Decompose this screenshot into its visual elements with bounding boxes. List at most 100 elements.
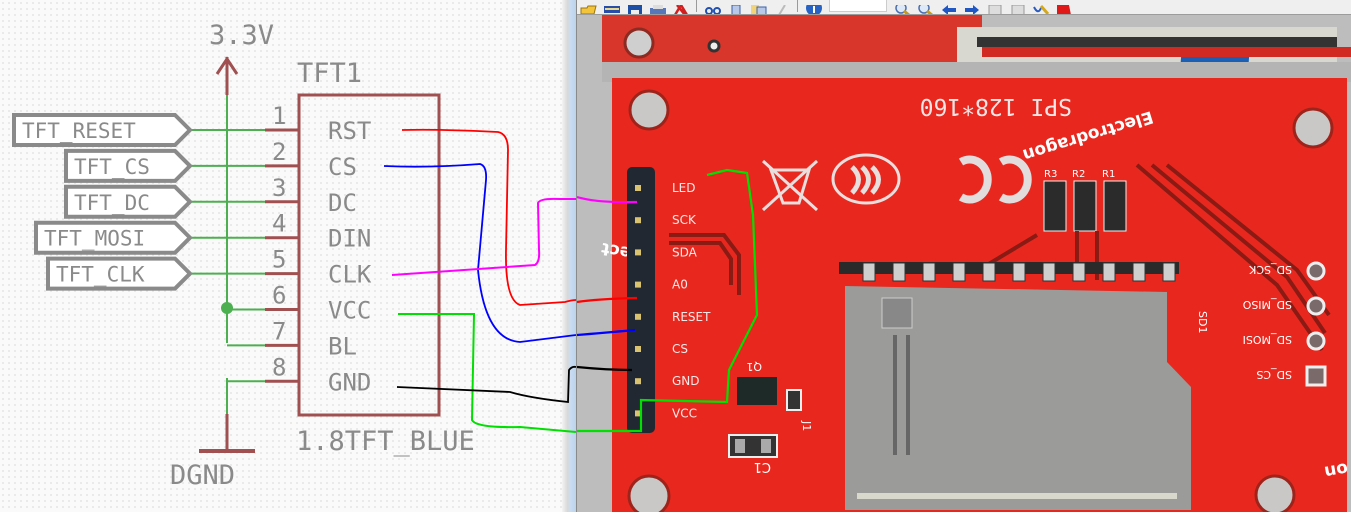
part-name: TFT1 bbox=[297, 58, 362, 89]
zoom-out-icon[interactable] bbox=[917, 0, 935, 14]
svg-text:TFT_CLK: TFT_CLK bbox=[56, 263, 145, 287]
sd-pin-label: SD_CS bbox=[1256, 368, 1292, 381]
pen-icon[interactable] bbox=[773, 0, 791, 14]
svg-text:TFT_MOSI: TFT_MOSI bbox=[44, 227, 145, 251]
page-up-icon[interactable] bbox=[986, 0, 1004, 14]
pin-name: RST bbox=[328, 117, 371, 145]
sd-label: SD1 bbox=[1196, 311, 1209, 333]
page-down-icon[interactable] bbox=[1009, 0, 1027, 14]
header-pin-label: LED bbox=[672, 181, 696, 195]
sd-pin-pad bbox=[1306, 296, 1326, 316]
sd-pin-label: SD_MISO bbox=[1242, 298, 1292, 311]
sd-pad bbox=[1102, 262, 1116, 282]
header-pin bbox=[635, 249, 641, 256]
header-pin-label: SDA bbox=[672, 245, 698, 259]
sd-pin-pad bbox=[1306, 261, 1326, 281]
header-pin bbox=[635, 313, 641, 320]
header-pin-label: SCK bbox=[672, 213, 697, 227]
sd-pad bbox=[982, 262, 996, 282]
toolbar-separator bbox=[797, 0, 798, 12]
net-label-tft-dc: TFT_DC bbox=[64, 184, 193, 219]
sd-pin-label: SD_MOSI bbox=[1243, 333, 1292, 346]
scanner-icon[interactable] bbox=[603, 0, 621, 13]
pin-number: 5 bbox=[272, 246, 286, 274]
upper-board bbox=[602, 15, 982, 62]
brand-fragment-right: on bbox=[1323, 458, 1350, 482]
sd-header-pins: SD_SCK SD_MISO SD_MOSI SD_CS bbox=[1242, 261, 1327, 387]
annotation-wires-photo bbox=[577, 168, 759, 433]
print-icon[interactable] bbox=[649, 0, 667, 14]
power-arrow-icon bbox=[215, 56, 239, 95]
pin-name: CLK bbox=[328, 261, 372, 289]
resistor-label: R3 bbox=[1044, 169, 1057, 180]
sd-pad bbox=[892, 262, 906, 282]
resistor-label: R2 bbox=[1072, 169, 1085, 180]
ce-mark-icon bbox=[958, 155, 1032, 204]
pin-cs: 2CS bbox=[190, 138, 357, 181]
svg-text:TFT_DC: TFT_DC bbox=[74, 191, 150, 215]
image-viewer-window: SPI 128*160 Electrodragon Elect on R3 R2… bbox=[576, 0, 1351, 512]
header-pin-label: CS bbox=[672, 342, 688, 356]
pin-name: CS bbox=[328, 153, 357, 181]
toolbar-separator bbox=[696, 0, 697, 12]
pin-name: DC bbox=[328, 189, 357, 217]
zoom-in-icon[interactable] bbox=[894, 0, 912, 14]
sd-pad bbox=[1012, 262, 1026, 282]
sd-pin-pad bbox=[1306, 331, 1326, 351]
jumper-j1: J1 bbox=[786, 389, 813, 431]
pin-number: 4 bbox=[272, 210, 286, 238]
capacitor-c1: C1 bbox=[728, 434, 778, 474]
header-pin bbox=[635, 281, 641, 288]
schematic-drawing: 3.3V TFT1 1.8TFT_BLUE 1RST2CS3DC4DIN5CLK… bbox=[12, 20, 475, 491]
open-folder-icon[interactable] bbox=[580, 0, 598, 14]
tools-icon[interactable] bbox=[1032, 0, 1050, 14]
header-pin-label: GND bbox=[672, 374, 700, 388]
svg-text:J1: J1 bbox=[800, 420, 813, 431]
copy-icon[interactable] bbox=[727, 0, 745, 14]
sd-pad bbox=[1042, 262, 1056, 282]
save-icon[interactable] bbox=[626, 0, 644, 14]
sd-pad bbox=[1132, 262, 1146, 282]
pin-header bbox=[627, 167, 655, 433]
header-pin-label: RESET bbox=[672, 310, 711, 324]
viewer-toolbar bbox=[577, 0, 1351, 15]
cut-icon[interactable] bbox=[704, 0, 722, 14]
forward-arrow-icon[interactable] bbox=[963, 0, 981, 14]
transistor-q1: Q1 bbox=[737, 360, 777, 405]
board-photo: SPI 128*160 Electrodragon Elect on R3 R2… bbox=[577, 15, 1351, 512]
ground-label: DGND bbox=[170, 460, 235, 491]
silkscreen-title: SPI 128*160 bbox=[920, 93, 1072, 119]
header-pin bbox=[635, 185, 641, 191]
paste-icon[interactable] bbox=[750, 0, 768, 14]
sd-pin-pad bbox=[1305, 365, 1327, 387]
exit-icon[interactable] bbox=[1055, 0, 1073, 14]
net-label-tft-clk: TFT_CLK bbox=[46, 256, 193, 291]
sd-pad bbox=[1072, 262, 1086, 282]
sd-pin-label: SD_SCK bbox=[1248, 263, 1292, 276]
window-splitter[interactable] bbox=[562, 0, 576, 512]
pin-bl: 7BL bbox=[227, 317, 357, 360]
back-arrow-icon[interactable] bbox=[940, 0, 958, 14]
delete-icon[interactable] bbox=[672, 0, 690, 14]
resistor-array: R3 R2 R1 bbox=[1043, 169, 1127, 232]
svg-text:TFT_RESET: TFT_RESET bbox=[22, 119, 136, 143]
junction-dot bbox=[221, 302, 233, 314]
pin-number: 7 bbox=[272, 317, 286, 345]
power-label: 3.3V bbox=[209, 20, 274, 51]
sd-pad bbox=[952, 262, 966, 282]
sd-card-socket: SD1 bbox=[839, 262, 1209, 510]
part-value: 1.8TFT_BLUE bbox=[296, 426, 475, 457]
pin-name: DIN bbox=[328, 225, 371, 253]
header-pin-label: VCC bbox=[672, 406, 697, 420]
net-label-tft-cs: TFT_CS bbox=[64, 148, 193, 183]
info-icon[interactable] bbox=[805, 0, 823, 14]
zoom-input[interactable] bbox=[829, 0, 887, 12]
header-pin bbox=[635, 410, 641, 417]
net-label-tft-mosi: TFT_MOSI bbox=[34, 220, 193, 255]
resistor-label: R1 bbox=[1102, 169, 1115, 180]
pin-name: GND bbox=[328, 368, 371, 396]
